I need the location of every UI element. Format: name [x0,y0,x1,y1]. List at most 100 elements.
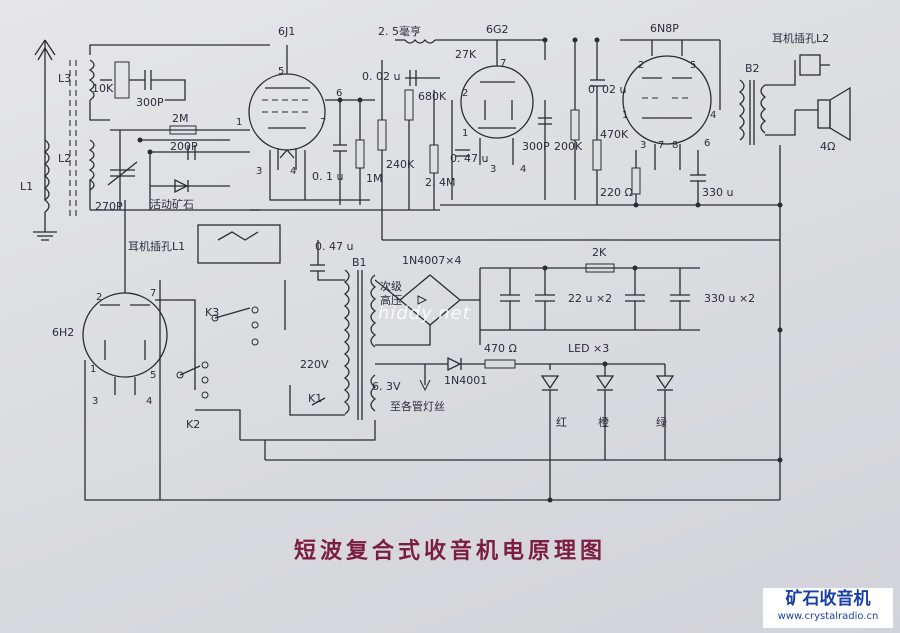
label-0-47u-b: 0. 47 u [315,240,353,253]
label-b2: B2 [745,62,760,75]
label-0-1u: 0. 1 u [312,170,343,183]
pin: 7 [658,140,664,151]
label-220v: 220V [300,358,329,371]
tube-label-6j1: 6J1 [278,25,295,38]
label-470k: 470K [600,128,629,141]
label-27k: 27K [455,48,477,61]
label-22u: 22 u ×2 [568,292,612,305]
resistor-220 [631,167,641,195]
label-bridge: 1N4007×4 [402,254,461,267]
label-680k: 680K [418,90,447,103]
label-led: LED ×3 [568,342,609,355]
pin: 1 [90,364,96,375]
label-detector: 活动矿石 [150,198,194,211]
pin: 5 [150,370,156,381]
tube-6j1 [248,45,370,201]
label-jack-l2: 耳机插孔L2 [772,31,829,45]
choke-coil [404,38,436,44]
label-1n4001: 1N4001 [444,374,487,387]
tube-6n8p [622,40,712,170]
resistor-240k [377,119,387,151]
pot-680k [404,89,414,121]
pin: 7 [150,288,156,299]
label-hv: 高压 [380,293,402,307]
label-red: 红 [556,416,567,429]
diode-1n4001 [447,356,462,372]
pin: 8 [672,140,678,151]
label-0-02u-a: 0. 02 u [362,70,400,83]
label-green: 绿 [656,415,667,429]
coil-l1 [43,139,50,213]
label-heater: 至各管灯丝 [390,399,445,413]
resistor-2m [169,125,197,135]
pin: 1 [622,110,628,121]
pin: 6 [336,88,342,99]
site-logo: 矿石收音机 www.crystalradio.cn [762,587,894,629]
label-0-02u-b: 0. 02 u [588,83,626,96]
watermark: hiddy.net [378,303,471,324]
pin: 4 [146,396,152,407]
headphone-jack-l1 [197,224,281,264]
label-choke: 2. 5毫亨 [378,24,421,38]
pin: 4 [520,164,526,175]
tube-6g2 [460,40,534,165]
label-l2: L2 [58,152,71,165]
headphone-jack-l2 [799,54,821,76]
pin: 2 [638,60,644,71]
pin: 2 [96,292,102,303]
led-orange [595,364,615,391]
label-k2: K2 [186,418,200,431]
led-green [655,364,675,391]
label-300p-top: 300P [136,96,164,109]
resistor-2-4m [429,144,439,174]
logo-chinese: 矿石收音机 [785,589,871,609]
label-orange: 橙 [598,415,609,429]
label-secondary: 次级 [380,279,402,293]
pin: 1 [462,128,468,139]
pin: 6 [704,138,710,149]
pin: 7 [320,117,326,128]
output-transformer-b2 [738,79,767,145]
label-200k: 200K [554,140,583,153]
label-l3: L3 [58,72,71,85]
pin: 7 [500,58,506,69]
resistor-470 [484,359,516,369]
label-470-ohm: 470 Ω [484,342,517,355]
diagram-title: 短波复合式收音机电原理图 [293,538,606,564]
switch-k2 [176,361,209,399]
speaker-icon [817,86,851,142]
pot-10k [114,61,130,99]
tube-label-6g2: 6G2 [486,23,509,36]
label-jack-l1: 耳机插孔L1 [128,239,185,253]
pin: 5 [278,66,284,77]
label-k3: K3 [205,306,219,319]
label-2m: 2M [172,112,189,125]
resistor-2k [585,263,615,273]
label-b1: B1 [352,256,367,269]
label-k1: K1 [308,392,322,405]
label-220-ohm: 220 Ω [600,186,633,199]
coil-l2 [88,139,95,191]
coil-l3 [88,59,95,101]
label-270p: 270P [95,200,123,213]
led-red [540,375,560,391]
resistor-200k [570,109,580,141]
tube-label-6n8p: 6N8P [650,22,679,35]
label-240k: 240K [386,158,415,171]
label-2-4m: 2. 4M [425,176,455,189]
pin: 3 [490,164,496,175]
pin: 4 [710,110,716,121]
pin: 3 [640,140,646,151]
switch-k3 [211,306,259,346]
label-330u-b: 330 u ×2 [704,292,755,305]
label-6-3v: 6. 3V [372,380,401,393]
label-0-47u-a: 0. 47 u [450,152,488,165]
pin: 2 [462,88,468,99]
label-l1: L1 [20,180,33,193]
label-200p: 200P [170,140,198,153]
label-10k: 10K [92,82,114,95]
label-330u-a: 330 u [702,186,733,199]
tube-6h2 [82,260,168,395]
ground-icon [33,212,57,241]
